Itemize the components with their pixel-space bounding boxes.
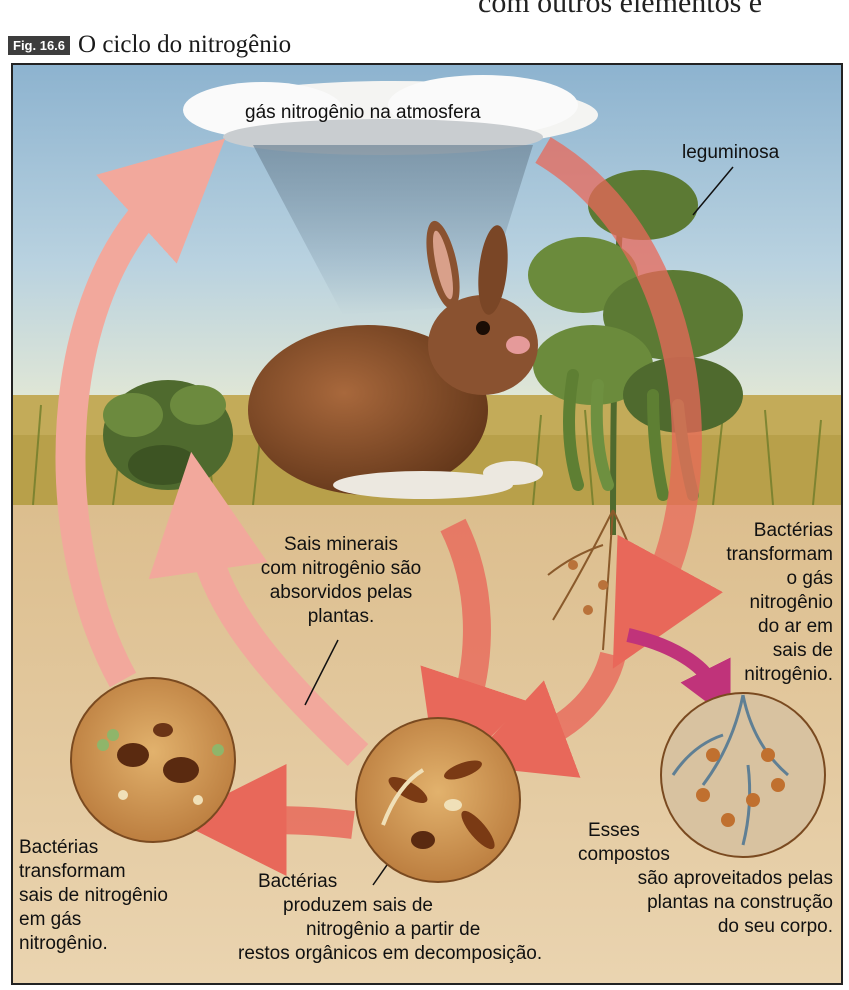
figure-header: Fig. 16.6 O ciclo do nitrogênio: [8, 30, 291, 60]
decomposition-line-2: produzem sais de: [238, 894, 542, 918]
absorption-line-1: Sais minerais: [231, 533, 451, 557]
denitrification-line-1: Bactérias: [19, 836, 168, 860]
decomposition-line-1: Bactérias: [238, 870, 542, 894]
denitrifying-bacteria-circle: [71, 678, 235, 842]
denitrification-line-5: nitrogênio.: [19, 932, 168, 956]
denitrification-line-2: transformam: [19, 860, 168, 884]
previous-text-fragment: com outros elementos e: [478, 0, 762, 20]
usage-line-2: compostos: [553, 843, 833, 867]
absorption-line-4: plantas.: [231, 605, 451, 629]
label-denitrification: Bactérias transformam sais de nitrogênio…: [19, 836, 168, 956]
denitrification-line-4: em gás: [19, 908, 168, 932]
fixation-line-4: nitrogênio: [653, 591, 833, 615]
absorption-line-2: com nitrogênio são: [231, 557, 451, 581]
usage-line-3: são aproveitados pelas: [553, 867, 833, 891]
usage-line-5: do seu corpo.: [553, 915, 833, 939]
decomposition-line-4: restos orgânicos em decomposição.: [238, 942, 542, 966]
usage-line-4: plantas na construção: [553, 891, 833, 915]
label-absorption: Sais minerais com nitrogênio são absorvi…: [231, 533, 451, 629]
label-decomposition: Bactérias produzem sais de nitrogênio a …: [238, 870, 542, 966]
fixation-line-7: nitrogênio.: [653, 663, 833, 687]
label-atmosphere: gás nitrogênio na atmosfera: [245, 101, 481, 125]
usage-line-1: Esses: [553, 819, 833, 843]
decomposition-line-3: nitrogênio a partir de: [238, 918, 542, 942]
denitrification-line-3: sais de nitrogênio: [19, 884, 168, 908]
shrub-icon: [103, 380, 233, 490]
figure-number-badge: Fig. 16.6: [8, 36, 70, 55]
absorption-line-3: absorvidos pelas: [231, 581, 451, 605]
nitrogen-cycle-illustration: gás nitrogênio na atmosfera leguminosa B…: [11, 63, 843, 985]
label-usage: Esses compostos são aproveitados pelas p…: [553, 819, 833, 939]
label-fixation: Bactérias transformam o gás nitrogênio d…: [653, 519, 833, 687]
fixation-line-3: o gás: [653, 567, 833, 591]
arrow-to-denitrification: [253, 820, 353, 825]
label-legume: leguminosa: [682, 141, 779, 165]
fixation-line-6: sais de: [653, 639, 833, 663]
figure-title: O ciclo do nitrogênio: [78, 31, 291, 59]
fixation-line-1: Bactérias: [653, 519, 833, 543]
decomposer-bacteria-circle: [356, 718, 520, 882]
fixation-line-2: transformam: [653, 543, 833, 567]
fixation-line-5: do ar em: [653, 615, 833, 639]
